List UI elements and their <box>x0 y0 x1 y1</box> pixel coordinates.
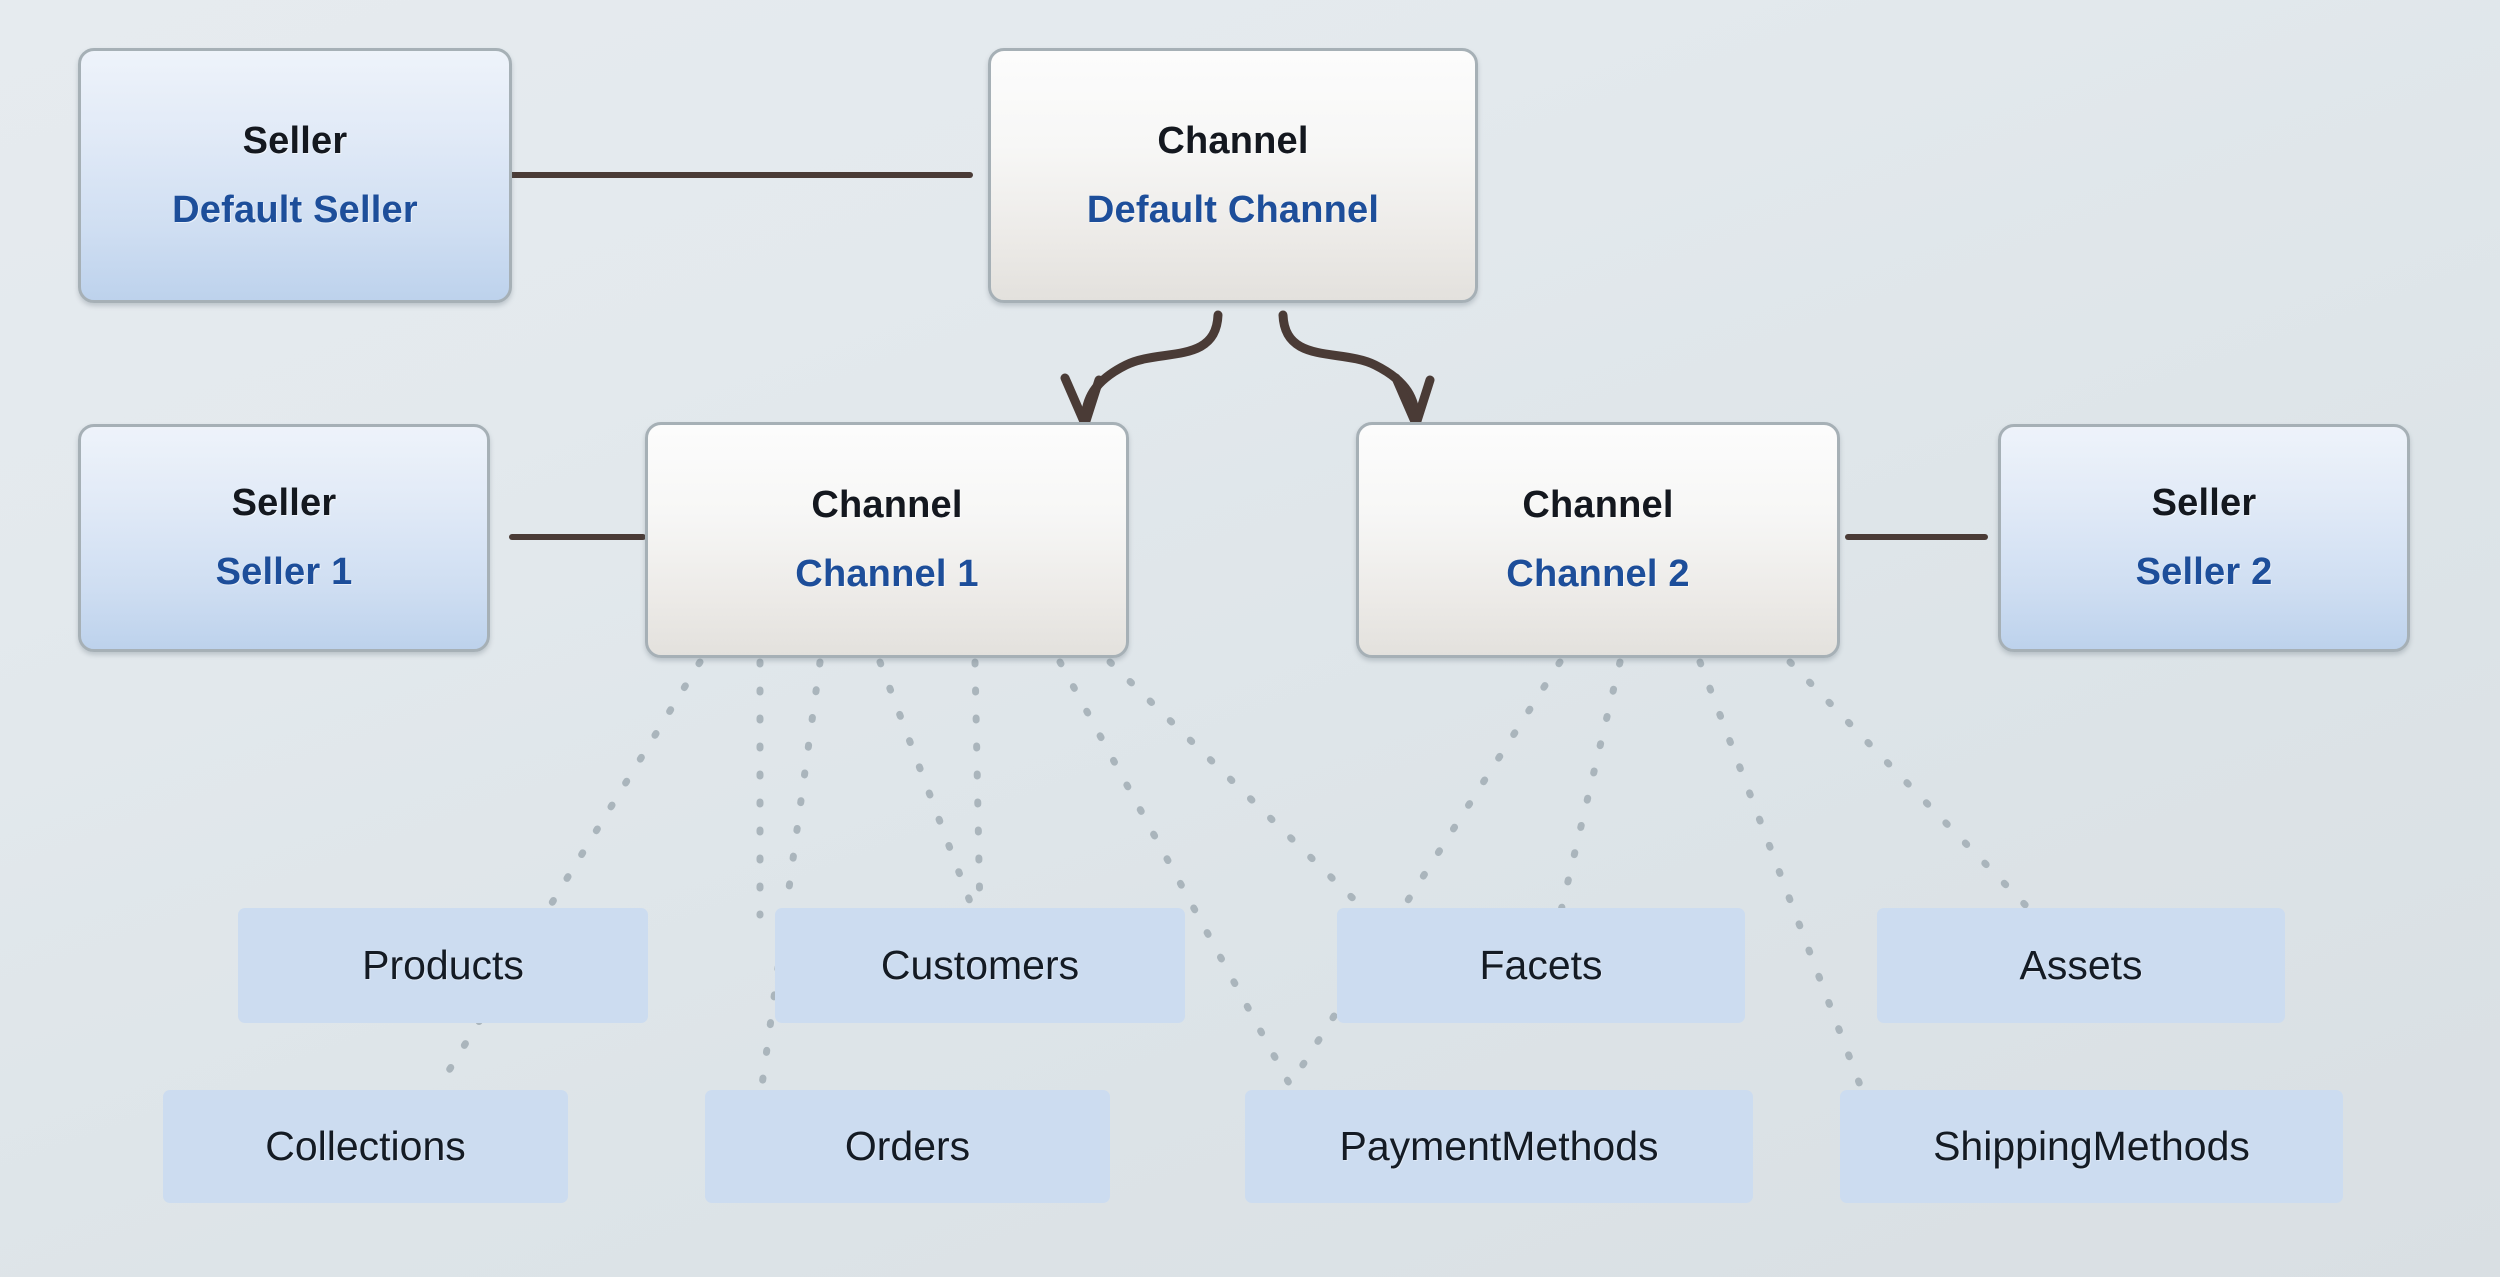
entity-chip-facets[interactable]: Facets <box>1337 908 1745 1023</box>
entity-chip-paymentmethods[interactable]: PaymentMethods <box>1245 1090 1753 1203</box>
node-name-label: Seller 2 <box>2135 551 2273 593</box>
node-type-label: Channel <box>1522 484 1674 526</box>
node-name-label: Default Channel <box>1086 188 1380 231</box>
entity-chip-collections[interactable]: Collections <box>163 1090 568 1203</box>
node-channel-1[interactable]: Channel Channel 1 <box>645 422 1129 658</box>
entity-chip-shippingmethods[interactable]: ShippingMethods <box>1840 1090 2343 1203</box>
node-name-label: Default Seller <box>172 188 418 231</box>
entity-chip-customers[interactable]: Customers <box>775 908 1185 1023</box>
node-default-seller[interactable]: Seller Default Seller <box>78 48 512 303</box>
entity-chip-assets[interactable]: Assets <box>1877 908 2285 1023</box>
node-name-label: Channel 2 <box>1506 553 1690 595</box>
arrow-default-channel-to-channel2 <box>1278 310 1435 429</box>
node-channel-2[interactable]: Channel Channel 2 <box>1356 422 1840 658</box>
node-name-label: Seller 1 <box>215 551 353 593</box>
node-type-label: Seller <box>242 119 348 162</box>
entity-chip-products[interactable]: Products <box>238 908 648 1023</box>
node-type-label: Channel <box>1157 119 1309 162</box>
entity-chip-label: PaymentMethods <box>1339 1123 1659 1169</box>
node-type-label: Seller <box>2151 482 2257 524</box>
entity-chip-label: Assets <box>2019 942 2143 988</box>
entity-chip-label: Facets <box>1479 942 1603 988</box>
entity-chip-label: Customers <box>880 942 1080 988</box>
entity-chip-label: Collections <box>265 1123 466 1169</box>
entity-chip-label: ShippingMethods <box>1933 1123 2250 1169</box>
entity-chip-label: Products <box>362 942 524 988</box>
arrow-default-channel-to-channel1 <box>1060 310 1223 429</box>
node-seller-2[interactable]: Seller Seller 2 <box>1998 424 2410 652</box>
entity-chip-label: Orders <box>844 1123 971 1169</box>
node-seller-1[interactable]: Seller Seller 1 <box>78 424 490 652</box>
node-name-label: Channel 1 <box>795 553 979 595</box>
entity-chip-orders[interactable]: Orders <box>705 1090 1110 1203</box>
node-type-label: Channel <box>811 484 963 526</box>
node-default-channel[interactable]: Channel Default Channel <box>988 48 1478 303</box>
node-type-label: Seller <box>231 482 337 524</box>
